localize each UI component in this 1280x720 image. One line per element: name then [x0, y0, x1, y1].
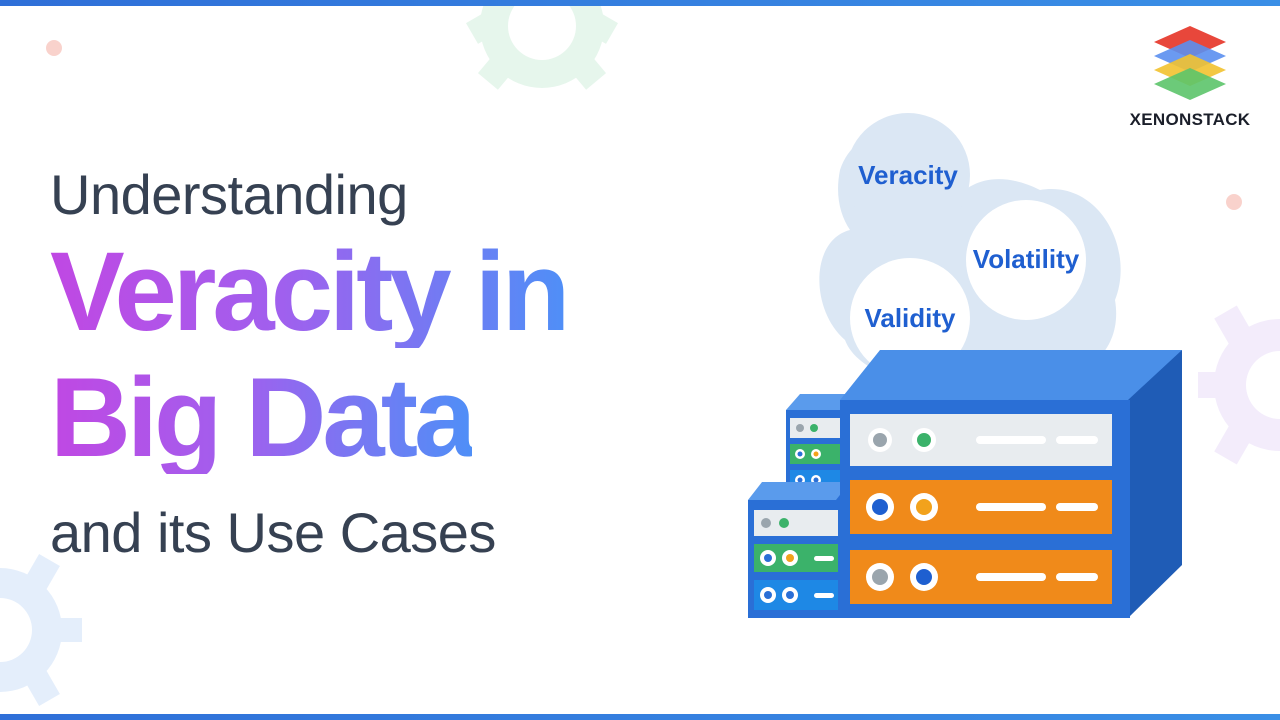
server-main [840, 350, 1182, 618]
top-accent-bar [0, 0, 1280, 6]
brand-logo: XENONSTACK [1120, 22, 1260, 129]
brand-name: XENONSTACK [1129, 110, 1251, 129]
gear-icon [466, 6, 618, 90]
headline-line-4: and its Use Cases [50, 501, 496, 564]
headline-line-1: Understanding [50, 163, 408, 226]
bubble-volatility [966, 200, 1086, 320]
gear-icon [0, 554, 82, 706]
server-small-front [748, 482, 850, 618]
bubble-label-validity: Validity [864, 303, 956, 333]
decorative-dot [1226, 194, 1242, 210]
bubble-label-veracity: Veracity [858, 160, 958, 190]
bottom-accent-bar [0, 714, 1280, 720]
gear-icon [1198, 305, 1280, 465]
headline-line-3: Big Data [50, 355, 476, 480]
server-illustration: Veracity Volatility Validity [748, 113, 1182, 618]
decorative-dot [46, 40, 62, 56]
bubble-label-volatility: Volatility [973, 244, 1080, 274]
bubble-veracity [846, 113, 970, 237]
bubble-validity [850, 258, 970, 378]
headline-line-2: Veracity in [50, 229, 570, 354]
layers-logo-icon [1154, 26, 1226, 100]
